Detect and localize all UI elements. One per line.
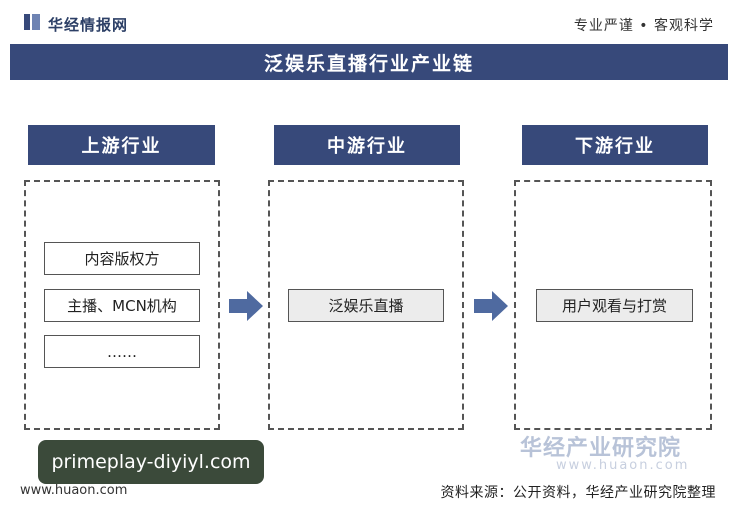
brand-name: 华经情报网 [48,16,129,34]
watermark-name: 华经产业研究院 [520,436,682,461]
midstream-header: 中游行业 [274,125,460,165]
upstream-container [24,180,220,430]
upstream-header: 上游行业 [28,125,215,165]
source-note: 资料来源：公开资料，华经产业研究院整理 [440,485,716,501]
downstream-container [514,180,712,430]
watermark-url: www.huaon.com [556,458,690,473]
midstream-container [268,180,464,430]
arrow-right-icon [474,291,508,321]
arrow-right-icon [229,291,263,321]
midstream-item-live-streaming: 泛娱乐直播 [288,289,444,322]
slogan: 专业严谨 • 客观科学 [573,18,714,34]
upstream-item-content-rights: 内容版权方 [44,242,200,275]
book-logo-icon [24,14,40,30]
domain-overlay: primeplay-diyiyl.com [38,440,264,484]
downstream-item-viewing-tipping: 用户观看与打赏 [536,289,693,322]
diagram-title: 泛娱乐直播行业产业链 [10,44,728,80]
upstream-item-more: …… [44,335,200,368]
footer-url: www.huaon.com [20,483,128,498]
downstream-header: 下游行业 [522,125,708,165]
upstream-item-anchors-mcn: 主播、MCN机构 [44,289,200,322]
